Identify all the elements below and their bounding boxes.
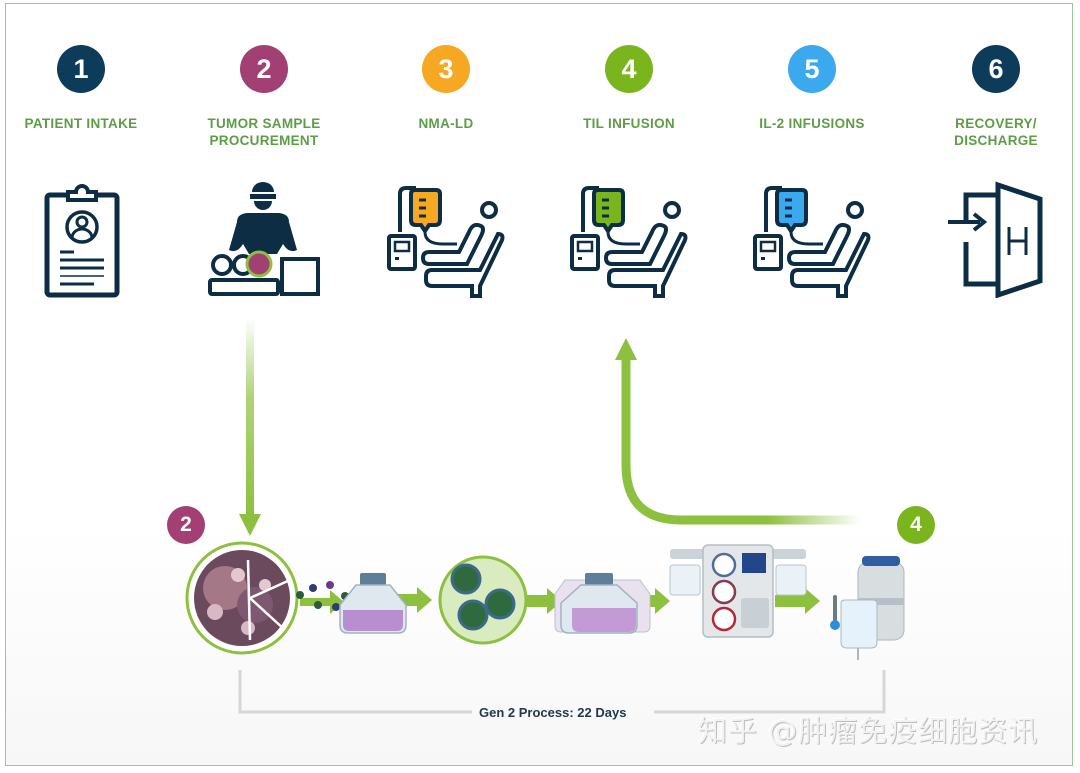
up-arrow-head — [615, 338, 637, 360]
process-arrow — [643, 588, 670, 614]
step-label-line: PROCUREMENT — [209, 133, 319, 148]
step-label: PATIENT INTAKE — [1, 115, 161, 132]
watermark: 知乎 @肿瘤免疫细胞资讯 — [698, 714, 1039, 748]
step-label-line: TIL INFUSION — [583, 116, 675, 131]
step-label-line: PATIENT INTAKE — [24, 116, 138, 131]
step-recovery-discharge: 6 RECOVERY/DISCHARGE — [916, 45, 1076, 149]
iv-chair-green-icon — [570, 186, 688, 298]
step-til-infusion: 4 TIL INFUSION — [549, 45, 709, 132]
step-tumor-sample-procurement: 2 TUMOR SAMPLE PROCUREMENT — [184, 45, 344, 149]
step-number-badge: 2 — [240, 45, 288, 93]
manufacturing-end-badge: 4 — [897, 506, 935, 544]
step-number-badge: 6 — [972, 45, 1020, 93]
step-il2-infusions: 5 IL-2 INFUSIONS — [732, 45, 892, 132]
step-label: TIL INFUSION — [549, 115, 709, 132]
step-label-line: DISCHARGE — [954, 133, 1038, 148]
return-arrow-path — [621, 355, 861, 525]
step-number-badge: 5 — [788, 45, 836, 93]
expansion-flasks-illustration — [554, 573, 651, 634]
iv-chair-blue-icon — [753, 186, 871, 298]
hospital-door-icon — [948, 181, 1043, 298]
step-label: IL-2 INFUSIONS — [732, 115, 892, 132]
step-number-badge: 3 — [422, 45, 470, 93]
culture-flask-illustration — [339, 573, 407, 634]
process-arrow — [395, 587, 432, 613]
surgeon-tumor-icon — [208, 182, 320, 296]
step-label: NMA-LD — [366, 115, 526, 132]
process-arrow — [775, 588, 820, 614]
step-number-badge: 1 — [57, 45, 105, 93]
process-duration-label: Gen 2 Process: 22 Days — [479, 705, 627, 720]
til-cells-illustration — [438, 555, 528, 645]
process-bracket — [238, 670, 886, 714]
step-label-line: NMA-LD — [418, 116, 474, 131]
step-patient-intake: 1 PATIENT INTAKE — [1, 45, 161, 132]
manufacturing-start-badge: 2 — [167, 506, 205, 544]
down-arrow-head — [239, 514, 261, 536]
iv-chair-orange-icon — [387, 186, 505, 298]
step-number-badge: 4 — [605, 45, 653, 93]
tumor-fragment-illustration — [185, 541, 299, 655]
step-label-line: RECOVERY/ — [955, 116, 1037, 131]
step-nma-ld: 3 NMA-LD — [366, 45, 526, 132]
step-label-line: IL-2 INFUSIONS — [759, 116, 865, 131]
down-arrow-shaft — [246, 318, 254, 516]
step-label-line: TUMOR SAMPLE — [207, 116, 321, 131]
step-label: RECOVERY/DISCHARGE — [916, 115, 1076, 149]
step-label: TUMOR SAMPLE PROCUREMENT — [184, 115, 344, 149]
cryo-storage-illustration — [830, 556, 905, 660]
clipboard-patient-icon — [44, 184, 120, 298]
process-arrow — [525, 588, 562, 614]
cell-processing-machine-illustration — [669, 544, 807, 638]
